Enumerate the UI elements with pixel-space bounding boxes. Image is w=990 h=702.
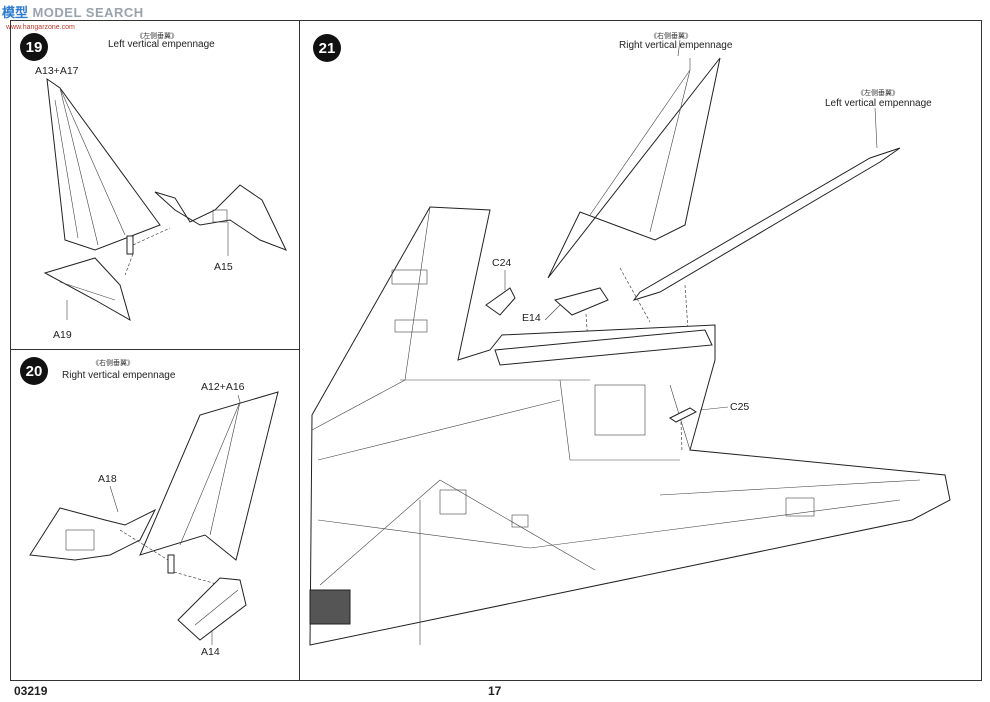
watermark-logo: 模型 MODEL SEARCH — [2, 2, 144, 22]
step-19-badge: 19 — [20, 33, 48, 61]
product-code: 03219 — [14, 684, 48, 698]
step-19-drawing — [43, 77, 287, 322]
step-20-caption-cn: 《右侧垂翼》 — [92, 360, 134, 367]
step-19-part-b: A15 — [214, 261, 233, 273]
step-21-left-caption-cn: 《左侧垂翼》 — [857, 90, 899, 97]
step-21-drawing — [309, 39, 951, 646]
watermark-url: www.hangarzone.com — [6, 24, 75, 31]
step-21-part-b: E14 — [522, 312, 541, 324]
step-20-part-c: A14 — [201, 646, 220, 658]
step-21-badge: 21 — [313, 34, 341, 62]
step-21-right-caption: Right vertical empennage — [619, 40, 733, 51]
panel-step-21 — [299, 20, 982, 681]
watermark-logo-text: 模型 — [2, 5, 29, 20]
step-21-part-c: C25 — [730, 401, 750, 413]
step-19-part-c: A19 — [53, 329, 72, 341]
page-number: 17 — [488, 684, 502, 698]
step-21-part-a: C24 — [492, 257, 512, 269]
step-20-part-a: A12+A16 — [201, 381, 245, 393]
step-20-badge: 20 — [20, 357, 48, 385]
watermark-text: MODEL SEARCH — [32, 5, 144, 20]
step-20-caption: Right vertical empennage — [62, 370, 176, 381]
step-19-caption: Left vertical empennage — [108, 39, 215, 50]
step-19-part-a: A13+A17 — [35, 65, 79, 77]
step-21-right-caption-cn: 《右侧垂翼》 — [650, 33, 692, 40]
step-21-left-caption: Left vertical empennage — [825, 98, 932, 109]
step-19-caption-cn: 《左侧垂翼》 — [136, 33, 178, 40]
step-20-drawing — [29, 391, 279, 645]
step-20-part-b: A18 — [98, 473, 117, 485]
